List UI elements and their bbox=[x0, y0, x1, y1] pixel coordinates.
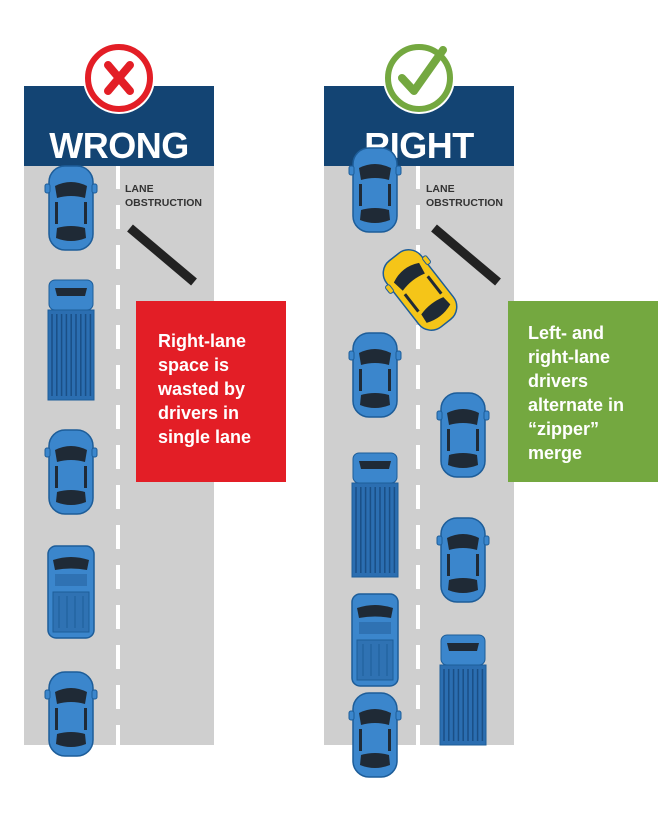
car bbox=[348, 147, 402, 233]
car bbox=[348, 692, 402, 778]
car bbox=[348, 332, 402, 418]
lane-divider bbox=[416, 165, 420, 745]
right-panel: RIGHT LANE OBSTRUCTION bbox=[324, 0, 514, 778]
merging-yellow-car bbox=[382, 249, 458, 331]
car bbox=[436, 392, 490, 478]
wrong-callout: Right-lane space is wasted by drivers in… bbox=[136, 301, 286, 482]
vehicle-group bbox=[348, 147, 490, 778]
check-mark-icon bbox=[385, 44, 453, 112]
wrong-callout-text: Right-lane space is wasted by drivers in… bbox=[158, 331, 252, 447]
lane-obstruction-label: LANE OBSTRUCTION bbox=[125, 182, 202, 210]
obstruction-label-line-1: LANE bbox=[426, 183, 455, 195]
obstruction-label-line-1: LANE bbox=[125, 183, 154, 195]
pickup-truck bbox=[351, 593, 399, 687]
right-road-graphics bbox=[348, 147, 501, 778]
wrong-title: WRONG bbox=[49, 125, 189, 166]
obstruction-label-line-2: OBSTRUCTION bbox=[426, 197, 503, 209]
x-mark-icon bbox=[85, 44, 153, 112]
pickup-truck bbox=[47, 545, 95, 639]
box-truck bbox=[47, 279, 95, 401]
lane-divider bbox=[116, 165, 120, 745]
right-badge bbox=[383, 42, 455, 114]
vehicle-group bbox=[44, 165, 98, 757]
car bbox=[44, 165, 98, 251]
car bbox=[44, 671, 98, 757]
wrong-road-graphics bbox=[44, 165, 197, 757]
car bbox=[44, 429, 98, 515]
obstruction-barrier bbox=[431, 224, 501, 286]
box-truck bbox=[439, 634, 487, 746]
right-callout: Left- and right-lane drivers alternate i… bbox=[508, 301, 658, 482]
lane-obstruction-label: LANE OBSTRUCTION bbox=[426, 182, 503, 210]
obstruction-label-line-2: OBSTRUCTION bbox=[125, 197, 202, 209]
right-callout-text: Left- and right-lane drivers alternate i… bbox=[528, 323, 625, 463]
wrong-badge bbox=[83, 42, 155, 114]
box-truck bbox=[351, 452, 399, 578]
car bbox=[436, 517, 490, 603]
obstruction-barrier bbox=[127, 224, 197, 286]
